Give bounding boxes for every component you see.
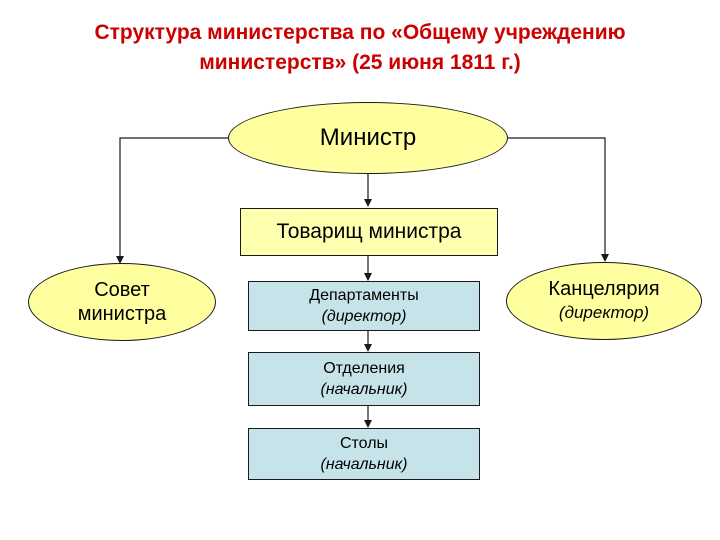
divisions-sublabel: (начальник)	[320, 381, 408, 398]
desks-label: Столы	[339, 435, 389, 452]
divisions-node: Отделения (начальник)	[248, 352, 480, 406]
deputy-minister-node: Товарищ министра	[240, 208, 498, 256]
deputy-minister-label: Товарищ министра	[276, 220, 462, 243]
title-line-2: министерств» (25 июня 1811 г.)	[199, 51, 521, 74]
connector-minister-chancellery	[508, 137, 609, 262]
chancellery-node: Канцелярия (директор)	[506, 262, 702, 340]
council-node: Совет министра	[28, 263, 216, 341]
departments-sublabel: (директор)	[321, 308, 407, 325]
departments-label: Департаменты	[309, 287, 419, 304]
chancellery-label: Канцелярия	[548, 278, 660, 300]
connector-minister-council	[116, 137, 232, 264]
chancellery-sublabel: (директор)	[558, 303, 650, 322]
page-title: Структура министерства по «Общему учрежд…	[20, 18, 700, 78]
minister-label: Министр	[319, 124, 417, 151]
minister-node: Министр	[228, 102, 508, 174]
council-label-line-1: Совет	[94, 279, 150, 301]
departments-node: Департаменты (директор)	[248, 281, 480, 331]
divisions-label: Отделения	[323, 360, 405, 377]
desks-node: Столы (начальник)	[248, 428, 480, 480]
desks-sublabel: (начальник)	[320, 456, 408, 473]
council-label-line-2: министра	[77, 303, 167, 325]
title-line-1: Структура министерства по «Общему учрежд…	[94, 21, 626, 44]
